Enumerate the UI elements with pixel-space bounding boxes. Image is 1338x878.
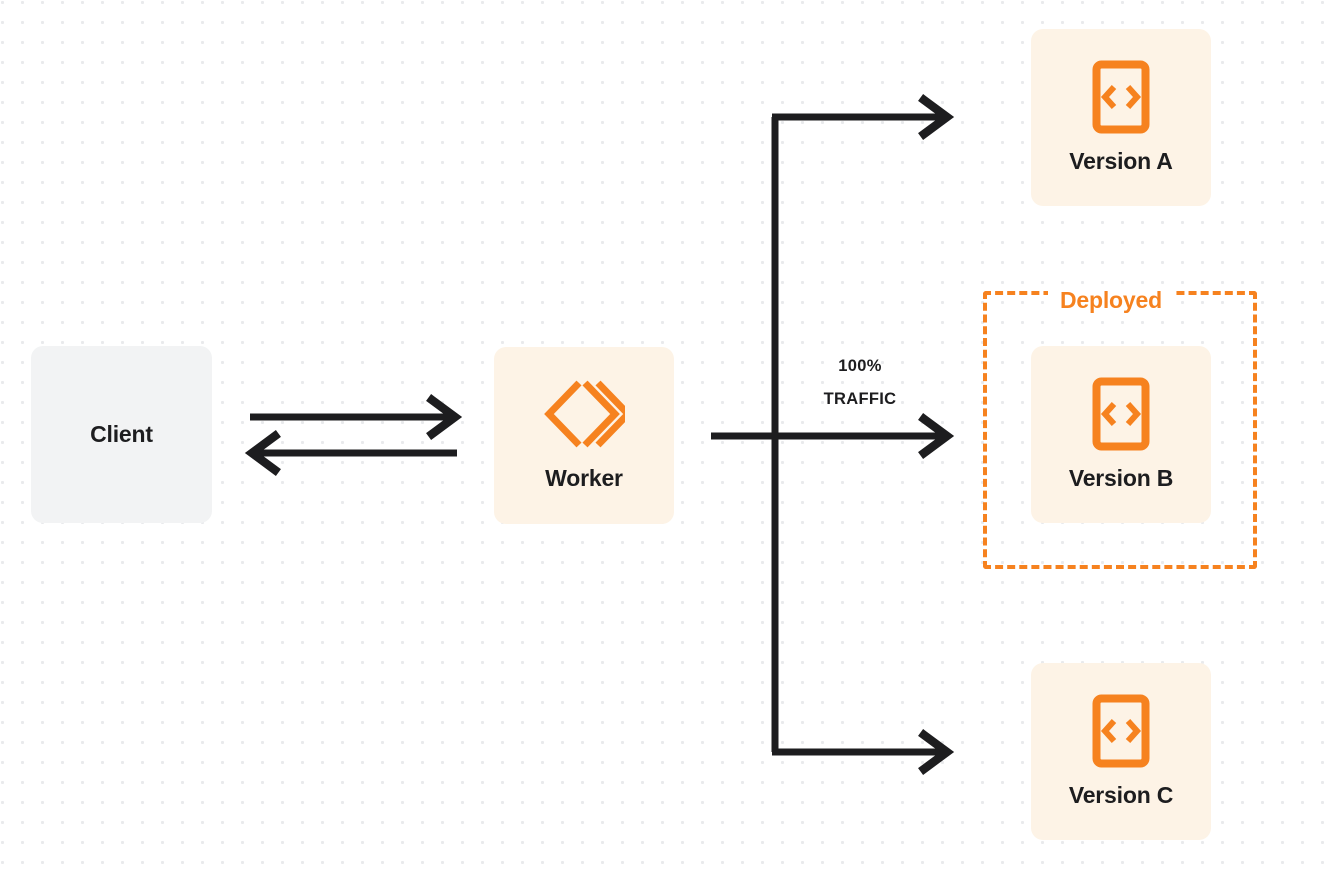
- worker-node[interactable]: Worker: [494, 347, 674, 524]
- version-a-node-label: Version A: [1069, 148, 1173, 174]
- arrow-client-to-worker: [250, 394, 463, 440]
- client-node-label: Client: [90, 421, 153, 447]
- arrow-worker-to-version-b: [711, 413, 955, 459]
- code-brackets-icon: [1092, 694, 1150, 768]
- version-c-node[interactable]: Version C: [1031, 663, 1211, 840]
- cloudflare-workers-logo-icon: [543, 379, 625, 449]
- arrow-worker-to-version-a: [772, 94, 955, 140]
- traffic-word: TRAFFIC: [823, 390, 897, 408]
- version-c-node-label: Version C: [1068, 782, 1174, 808]
- version-b-node-label: Version B: [1068, 465, 1174, 491]
- deployed-group-label: Deployed: [1048, 286, 1174, 314]
- worker-node-label: Worker: [545, 465, 623, 491]
- client-node[interactable]: Client: [31, 346, 212, 523]
- code-brackets-icon: [1092, 60, 1150, 134]
- version-a-node[interactable]: Version A: [1031, 29, 1211, 206]
- code-brackets-icon: [1092, 377, 1150, 451]
- arrow-worker-to-client: [244, 430, 457, 476]
- arrow-worker-to-version-c: [772, 729, 955, 775]
- traffic-label: 100% TRAFFIC: [790, 350, 930, 416]
- version-b-node[interactable]: Version B: [1031, 346, 1211, 523]
- traffic-percent: 100%: [838, 357, 882, 375]
